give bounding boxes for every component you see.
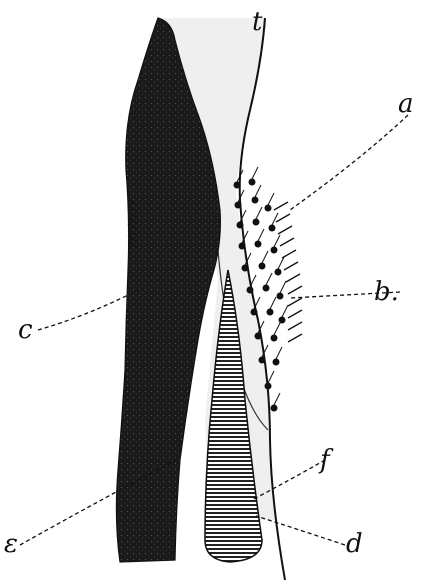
label-b: b. [374, 277, 399, 307]
label-e: ε [4, 529, 18, 559]
label-a: a [398, 89, 414, 119]
label-f: f [318, 445, 334, 475]
label-t: t [252, 7, 263, 37]
label-d: d [346, 529, 363, 559]
leader-d [256, 516, 345, 545]
leader-a [290, 115, 408, 210]
label-c: c [18, 315, 33, 345]
